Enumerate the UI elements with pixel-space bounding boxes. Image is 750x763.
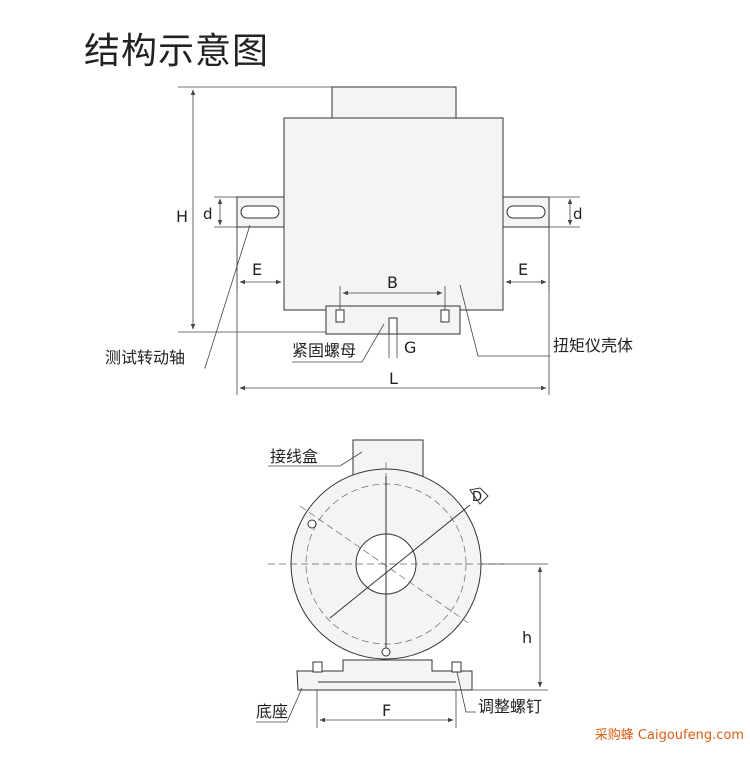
dim-marker-D <box>469 487 489 505</box>
callout-test-shaft: 测试转动轴 <box>105 348 185 367</box>
diagram-title: 结构示意图 <box>84 31 270 72</box>
callout-junction-box: 接线盒 <box>270 447 318 466</box>
front-hole-bottom <box>381 647 391 657</box>
dim-label-E-right: E <box>518 260 528 279</box>
front-base <box>296 659 473 691</box>
side-bolt-left <box>335 309 345 323</box>
watermark-text: 采购蜂 Caigoufeng.com <box>594 728 744 743</box>
side-bolt-right <box>440 309 450 323</box>
left-shaft-keyway <box>240 205 280 219</box>
dim-label-h: h <box>522 628 532 647</box>
callout-lock-nut: 紧固螺母 <box>292 341 356 360</box>
dim-label-G: G <box>404 338 416 357</box>
dim-label-d-right: d <box>573 205 583 223</box>
front-hole-top-left <box>307 519 317 529</box>
right-shaft-keyway <box>506 205 546 219</box>
dim-label-d-left: d <box>203 205 213 223</box>
callout-base: 底座 <box>256 702 288 721</box>
dim-label-F: F <box>382 701 391 720</box>
dim-label-H: H <box>176 207 188 226</box>
dim-label-D: D <box>472 490 482 505</box>
dim-label-L: L <box>389 369 398 388</box>
side-view: H d d E E B G L <box>105 86 633 395</box>
callout-housing: 扭矩仪壳体 <box>553 336 633 355</box>
front-screw-right <box>451 661 462 673</box>
front-screw-left <box>312 661 323 673</box>
callout-adjust-screw: 调整螺钉 <box>478 697 542 716</box>
side-housing <box>283 117 504 311</box>
side-slot <box>388 317 398 335</box>
dim-label-B: B <box>387 273 398 292</box>
dim-label-E-left: E <box>252 260 262 279</box>
front-view: D h F 接线盒 底座 调整螺钉 <box>256 439 548 728</box>
